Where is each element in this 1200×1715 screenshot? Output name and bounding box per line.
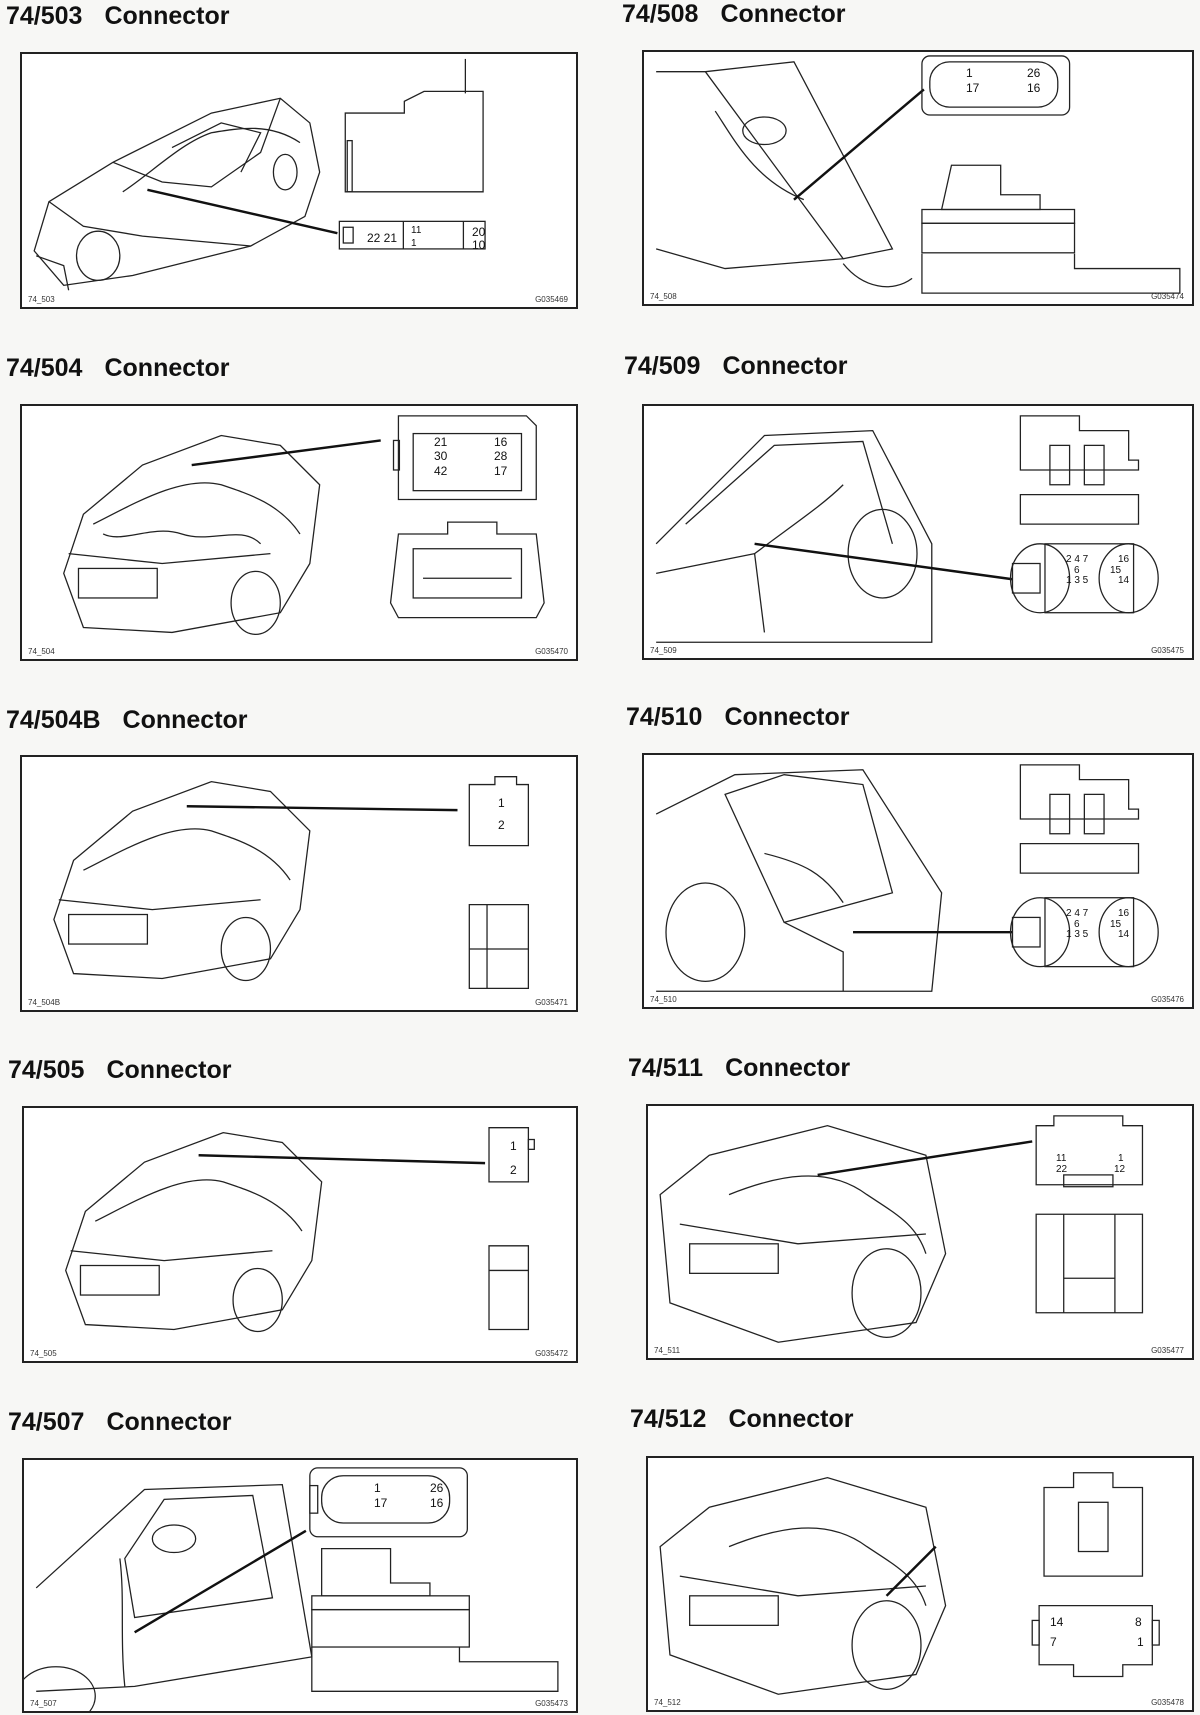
pin-label: 1 (1118, 1153, 1124, 1164)
pin-label: 2 4 7 (1066, 554, 1089, 565)
figure-code: G035472 (535, 1349, 568, 1358)
pin-label: 1 (374, 1481, 381, 1495)
car-front-view-drawing (33, 58, 486, 291)
pin-label: 15 (1110, 919, 1122, 930)
pin-label: 1 3 5 (1066, 929, 1089, 940)
figure-code: G035469 (535, 295, 568, 304)
figure-code: G035474 (1151, 292, 1184, 301)
pin-label: 30 (434, 449, 448, 463)
pin-label: 14 (1118, 575, 1130, 586)
pin-label: 17 (966, 81, 980, 95)
pin-label: 20 (472, 225, 486, 239)
diagram-74-509: 2 4 7 6 1 3 5 16 15 14 74_509 G035475 (642, 404, 1194, 660)
pin-label: 7 (1050, 1635, 1057, 1649)
pin-label: 14 (1050, 1615, 1064, 1629)
pin-label: 2 (510, 1163, 517, 1177)
pin-label: 11 (411, 225, 422, 236)
figure-code: G035473 (535, 1699, 568, 1708)
diagram-74-507: 1 26 17 16 74_507 G035473 (22, 1458, 578, 1713)
pin-label: 15 (1110, 565, 1122, 576)
pin-label: 22 (1056, 1164, 1068, 1175)
pin-label: 1 3 5 (1066, 575, 1089, 586)
drawing-code: 74_507 (30, 1699, 57, 1708)
engine-bay-drawing (63, 415, 545, 636)
pin-label: 26 (1027, 66, 1041, 80)
front-door-drawing (655, 55, 1181, 294)
diagram-74-504: 21 16 30 28 42 17 74_504 G035470 (20, 404, 578, 661)
pin-label: 28 (494, 449, 508, 463)
pin-label: 16 (430, 1496, 444, 1510)
pin-label: 16 (1027, 81, 1041, 95)
engine-bay-drawing (65, 1127, 535, 1333)
figure-code: G035478 (1151, 1698, 1184, 1707)
pin-label: 1 (411, 238, 417, 249)
pin-label: 14 (1118, 929, 1130, 940)
diagram-74-508: 1 26 17 16 74_508 G035474 (642, 50, 1194, 306)
drawing-code: 74_509 (650, 646, 677, 655)
figure-code: G035477 (1151, 1346, 1184, 1355)
diagram-74-512: 14 8 7 1 74_512 G035478 (646, 1456, 1194, 1712)
pin-label: 16 (494, 435, 508, 449)
drawing-code: 74_508 (650, 292, 677, 301)
drawing-code: 74_511 (654, 1346, 681, 1355)
engine-bay-drawing (53, 776, 530, 989)
pin-label: 8 (1135, 1615, 1142, 1629)
diagram-74-504b: 1 2 74_504B G035471 (20, 755, 578, 1012)
pin-label: 1 (1137, 1635, 1144, 1649)
drawing-code: 74_510 (650, 995, 677, 1004)
drawing-code: 74_504 (28, 647, 55, 656)
diagram-74-503: 22 21 11 1 20 10 74_503 G035469 (20, 52, 578, 309)
figure-code: G035470 (535, 647, 568, 656)
figure-code: G035475 (1151, 646, 1184, 655)
diagram-74-510: 2 4 7 6 1 3 5 16 15 14 74_510 G035476 (642, 753, 1194, 1009)
pin-label: 2 (498, 818, 505, 832)
drawing-code: 74_504B (28, 998, 61, 1007)
pin-label: 11 (1056, 1153, 1067, 1164)
figure-code: G035476 (1151, 995, 1184, 1004)
drawing-code: 74_512 (654, 1698, 681, 1707)
drawing-code: 74_503 (28, 295, 55, 304)
rear-trunk-drawing (659, 1115, 1144, 1343)
rear-trunk-drawing (659, 1472, 1160, 1695)
pin-label: 1 (510, 1139, 517, 1153)
pin-label: 2 4 7 (1066, 908, 1089, 919)
rear-door-drawing (655, 764, 1159, 992)
pin-label: 17 (374, 1496, 388, 1510)
pin-label: 1 (498, 796, 505, 810)
pin-label: 16 (1118, 554, 1130, 565)
front-door-drawing (24, 1467, 559, 1711)
pin-label: 42 (434, 464, 448, 478)
figure-code: G035471 (535, 998, 568, 1007)
rear-door-drawing (655, 415, 1159, 643)
pin-label: 1 (966, 66, 973, 80)
drawing-code: 74_505 (30, 1349, 57, 1358)
pin-label: 10 (472, 238, 486, 252)
pin-label: 16 (1118, 908, 1130, 919)
pin-label: 12 (1114, 1164, 1126, 1175)
pin-label: 6 (1074, 919, 1080, 930)
pin-label: 6 (1074, 565, 1080, 576)
pin-label: 22 21 (367, 231, 398, 245)
pin-label: 17 (494, 464, 508, 478)
pin-label: 21 (434, 435, 448, 449)
diagram-74-511: 11 1 22 12 74_511 G035477 (646, 1104, 1194, 1360)
diagram-74-505: 1 2 74_505 G035472 (22, 1106, 578, 1363)
pin-label: 26 (430, 1481, 444, 1495)
